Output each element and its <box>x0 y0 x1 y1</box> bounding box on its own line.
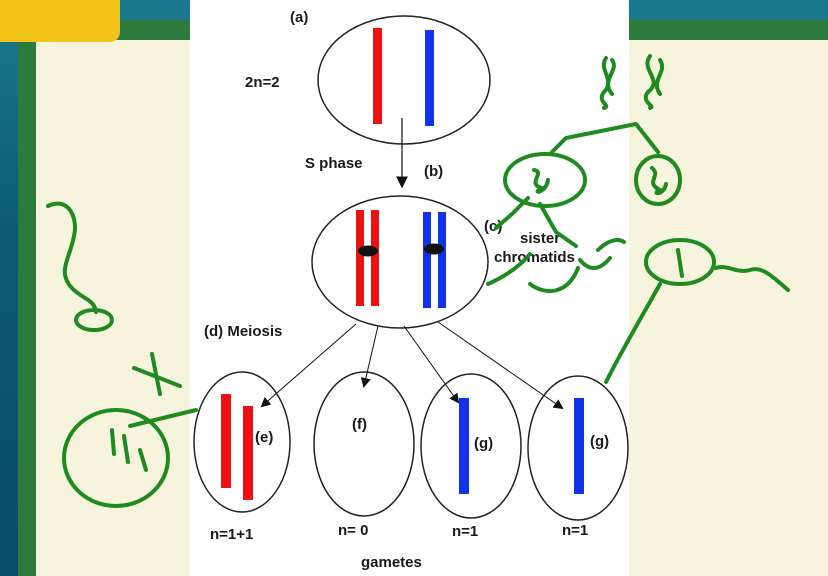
chromosome-blue-g1 <box>459 398 469 494</box>
chromatid-blue-2 <box>438 212 446 308</box>
ink-chromosome-2b <box>654 58 664 96</box>
label-c: (c) <box>484 218 502 235</box>
chromosome-blue-g2 <box>574 398 584 494</box>
ink-tick <box>676 248 684 278</box>
arrow-to-e <box>260 323 357 408</box>
label-chromatids: chromatids <box>494 249 575 266</box>
handwritten-annotations <box>46 54 790 508</box>
arrow-to-g1 <box>403 325 460 404</box>
label-n-g1: n=1 <box>452 523 478 540</box>
label-e: (e) <box>255 429 273 446</box>
gamete-g1 <box>420 373 522 519</box>
ink-line-to-e <box>128 408 198 428</box>
centromere-blue <box>424 243 444 255</box>
cell-b <box>311 195 489 329</box>
label-sister: sister <box>520 230 560 247</box>
label-g1: (g) <box>474 435 493 452</box>
ink-mark-1 <box>110 428 116 456</box>
ink-arc-2 <box>528 266 580 293</box>
label-n-f: n= 0 <box>338 522 368 539</box>
ink-tail-right <box>714 265 790 292</box>
meiosis-diagram-image <box>190 0 629 576</box>
ink-small-oval <box>74 308 114 332</box>
ink-mark-3 <box>138 448 148 472</box>
ink-ellipse-right <box>634 154 682 206</box>
centromere-red <box>358 245 378 257</box>
ink-chromosome-1 <box>599 56 611 110</box>
label-f: (f) <box>352 416 367 433</box>
chromosome-red-e2 <box>243 406 253 500</box>
chromatid-red-2 <box>371 210 379 306</box>
gamete-g2 <box>527 375 629 521</box>
chromosome-blue-a <box>425 30 434 126</box>
arrow-to-f <box>360 325 379 388</box>
label-2n: 2n=2 <box>245 74 280 91</box>
chromosome-red-e1 <box>221 394 231 488</box>
ink-ellipse-left <box>503 152 587 208</box>
label-meiosis: (d) Meiosis <box>204 323 282 340</box>
chromosome-red-a <box>373 28 382 124</box>
chromatid-red-1 <box>356 210 364 306</box>
ink-cross-2 <box>150 352 162 396</box>
ink-chromosome-2 <box>643 54 656 110</box>
label-b: (b) <box>424 163 443 180</box>
arrow-to-g2 <box>437 321 564 410</box>
ink-arc-1 <box>486 252 532 286</box>
label-n-e: n=1+1 <box>210 526 253 543</box>
ink-connector <box>604 282 662 384</box>
ink-squiggle-left <box>46 201 98 314</box>
ink-scribble-right <box>650 166 668 196</box>
label-s-phase: S phase <box>305 155 363 172</box>
ink-mark-2 <box>122 434 130 464</box>
ink-big-oval <box>62 408 170 508</box>
label-n-g2: n=1 <box>562 522 588 539</box>
cell-a <box>317 15 491 145</box>
label-g2: (g) <box>590 433 609 450</box>
ink-branch <box>550 122 660 154</box>
ink-line-b <box>538 202 578 248</box>
gamete-e <box>193 371 291 513</box>
gold-corner-tab <box>0 0 120 42</box>
ink-circle-right <box>644 238 716 286</box>
label-gametes: gametes <box>361 554 422 571</box>
chromatid-blue-1 <box>423 212 431 308</box>
gamete-f <box>313 371 415 517</box>
ink-arc-4 <box>596 238 626 252</box>
label-a: (a) <box>290 9 308 26</box>
ink-arc-3 <box>578 256 612 270</box>
ink-chromosome-1b <box>606 58 616 96</box>
ink-line-a <box>494 196 530 230</box>
ink-scribble-left <box>532 168 550 194</box>
